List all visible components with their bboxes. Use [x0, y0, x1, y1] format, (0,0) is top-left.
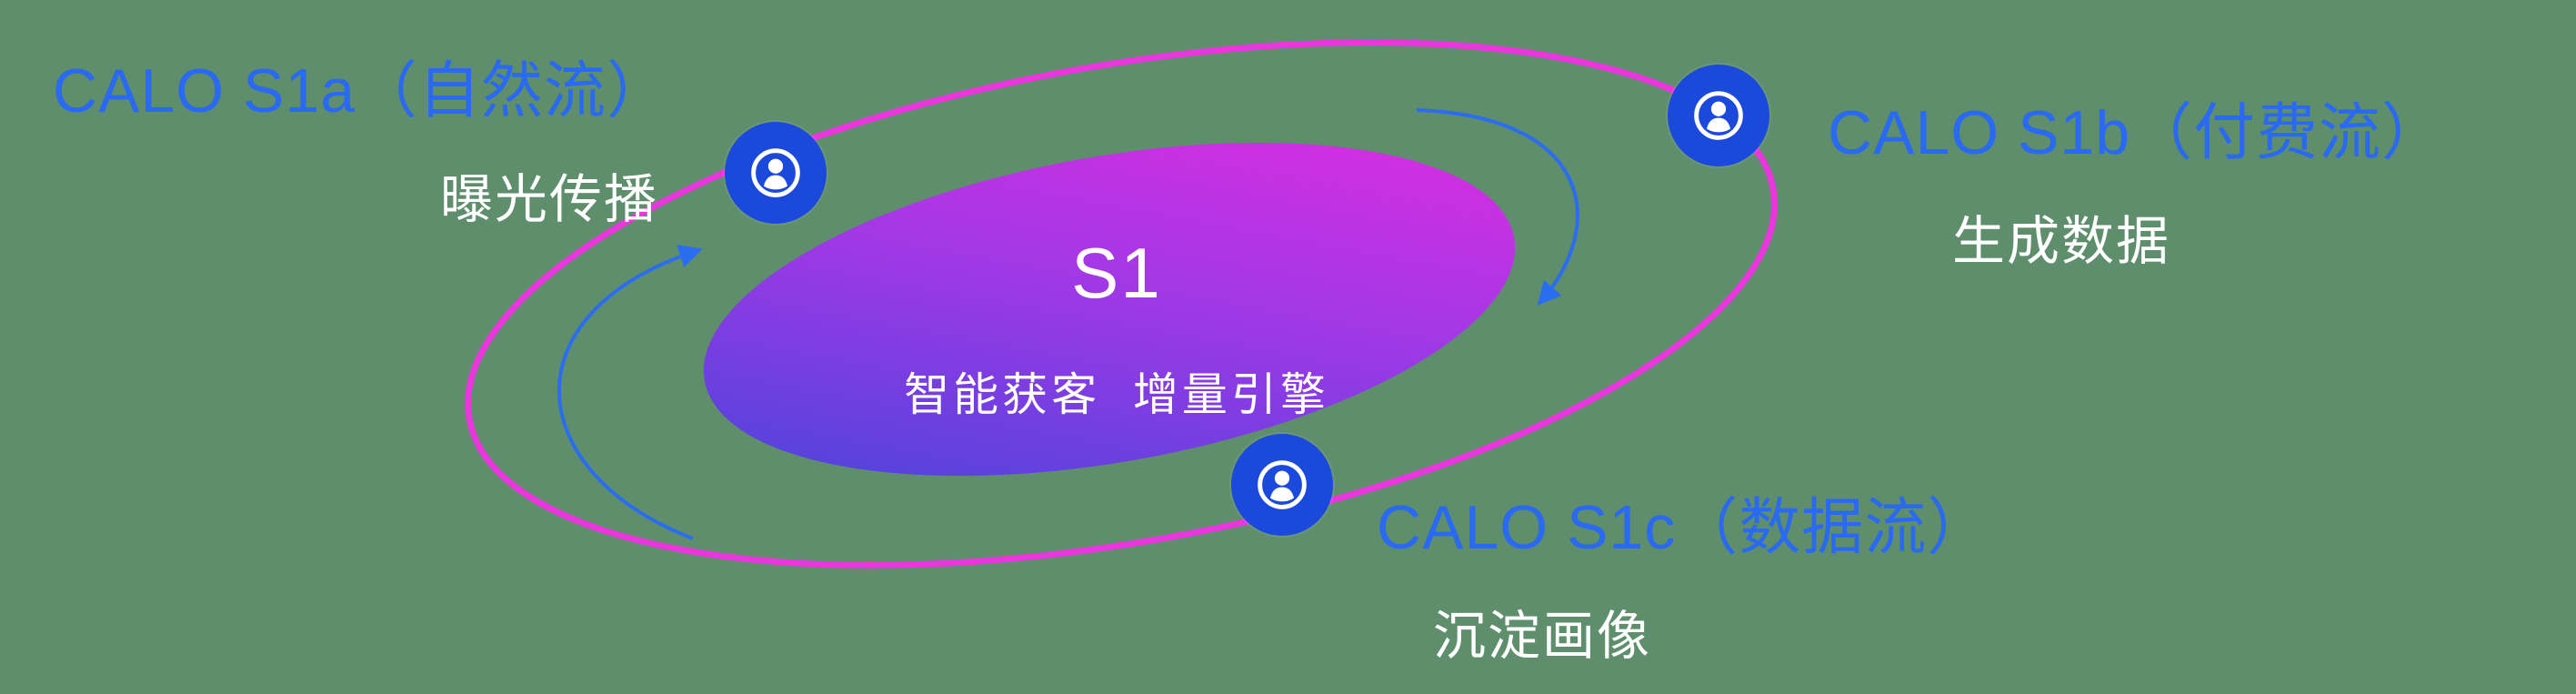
orbit-ellipse [465, 39, 1778, 568]
user-icon [1694, 91, 1743, 140]
core-ellipse [703, 142, 1516, 477]
node-s1b [1668, 65, 1769, 166]
center-subtitle: 智能获客 增量引擎 [904, 368, 1329, 420]
flow-arrow-left [557, 245, 703, 540]
sublabel-s1a: 曝光传播 [440, 170, 659, 229]
node-s1c [1231, 434, 1333, 536]
label-s1c: CALO S1c（数据流） [1377, 493, 1990, 562]
center-title: S1 [1071, 233, 1162, 313]
flow-arrow-right [1416, 108, 1579, 306]
label-s1a: CALO S1a（自然流） [53, 56, 670, 126]
user-icon [751, 148, 800, 197]
label-s1b: CALO S1b（付费流） [1828, 98, 2445, 167]
sublabel-s1b: 生成数据 [1952, 212, 2171, 271]
user-icon [1258, 460, 1307, 509]
sublabel-s1c: 沉淀画像 [1433, 607, 1652, 666]
center-label-group: S1 智能获客 增量引擎 [904, 204, 1329, 457]
node-s1a [725, 122, 827, 224]
